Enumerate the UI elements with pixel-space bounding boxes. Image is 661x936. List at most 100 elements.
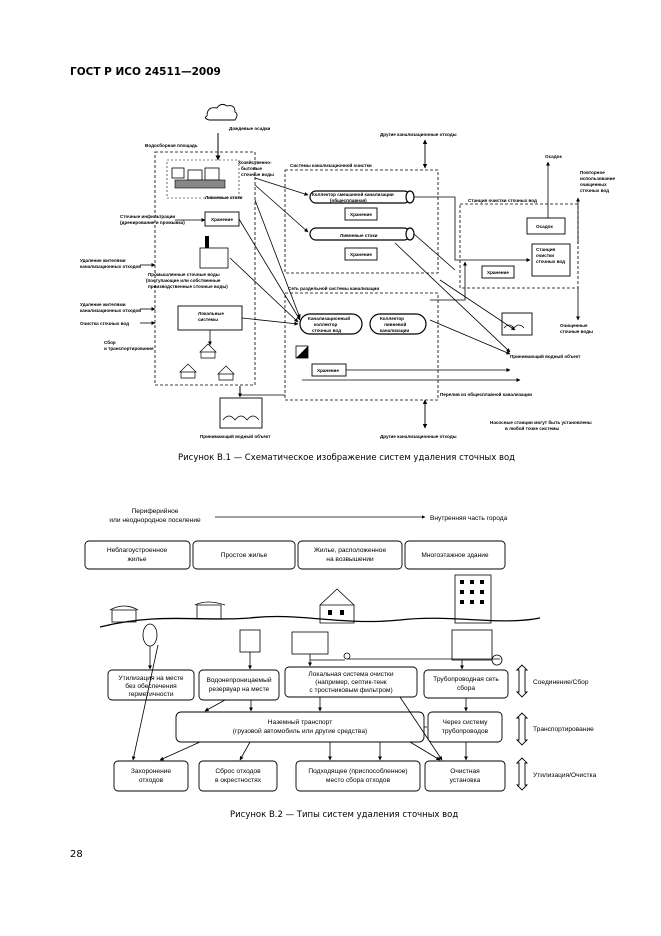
label-other-waste-top: Другие канализационные отходы xyxy=(380,132,457,137)
label-household-3: сточные воды xyxy=(241,172,274,177)
label-reuse-3: очищенных xyxy=(580,182,607,187)
disposal-row: Захоронение отходов Сброс отходов в окре… xyxy=(113,760,506,792)
label-cleaned-1: Очищенные xyxy=(560,323,588,328)
label-storage-d: Хранение xyxy=(317,368,339,373)
transport-2a: Через систему xyxy=(443,719,489,726)
label-disposal-1b: канализационных отходов xyxy=(80,264,141,269)
disposal-box-1 xyxy=(113,760,189,792)
collection-2a: Водонепроницаемый xyxy=(206,676,271,684)
label-combined-2: (общесплавная) xyxy=(330,197,367,203)
label-station-1: Станция xyxy=(536,247,556,252)
label-cleaning: Очистка сточных вод xyxy=(80,321,129,326)
label-station: Станция очистки сточных вод xyxy=(468,198,537,203)
label-station-2: очистки xyxy=(536,253,554,258)
label-industrial-2: (поступающие или собственные xyxy=(146,277,221,283)
label-station-3: сточных вод xyxy=(536,259,565,264)
label-storage-b: Хранение xyxy=(350,252,372,257)
label-rain-col-1: Коллектор xyxy=(380,316,404,321)
figure-1-diagram: Дождевые осадки Водосборная площадь Хозя… xyxy=(80,103,615,439)
label-disposal-2a: Удаление жителями xyxy=(80,302,126,307)
label-local-2: системы xyxy=(198,317,218,322)
transport-2b: трубопроводов xyxy=(442,727,489,735)
label-collector-2: коллектор xyxy=(314,322,338,327)
transport-box-1 xyxy=(175,711,425,743)
label-household-1: Хозяйственно- xyxy=(238,159,272,165)
collection-box-1 xyxy=(107,669,195,701)
collection-3b: (например, септик-тенк xyxy=(315,679,387,686)
disposal-3a: Подходящее (приспособленное) xyxy=(308,767,407,775)
figure-2-caption: Рисунок В.2 — Типы систем удаления сточн… xyxy=(230,810,459,820)
collection-2b: резервуар на месте xyxy=(209,686,270,693)
label-infiltration-2: (дренирование и промывка) xyxy=(120,220,185,225)
transport-row: Наземный транспорт (грузовой автомобиль … xyxy=(175,711,503,743)
label-sewer-systems: Системы канализационной очистки xyxy=(290,162,372,168)
label-rain: Дождевые осадки xyxy=(229,126,271,131)
disposal-box-3 xyxy=(295,760,421,792)
label-rain-sewer: Ливневые стоки xyxy=(340,233,378,238)
label-rain-col-2: ливневой xyxy=(384,321,406,327)
collection-4b: сбора xyxy=(457,684,475,692)
label-disposal-1a: Удаление жителями xyxy=(80,258,126,263)
housing-box-3 xyxy=(297,540,403,570)
side-label-1: Соединение/Сбор xyxy=(533,678,589,686)
label-pumping-1: Насосные станции могут быть установлены xyxy=(490,419,592,425)
label-catchment: Водосборная площадь xyxy=(145,142,198,148)
figure-2-diagram: Периферийное или неоднородное поселение … xyxy=(84,507,597,792)
disposal-box-4 xyxy=(424,760,506,792)
label-rainwater: Ливневые стоки xyxy=(205,195,243,200)
disposal-1b: отходов xyxy=(139,777,164,784)
housing-row: Неблагоустроенное жилье Простое жилье Жи… xyxy=(84,540,506,570)
label-receiving-right: Принимающий водный объект xyxy=(510,353,581,359)
page-number: 28 xyxy=(70,849,83,860)
label-local-1: Локальные xyxy=(198,311,224,316)
collection-3a: Локальная система очистки xyxy=(308,671,393,678)
disposal-2b: в окрестностях xyxy=(215,777,262,784)
label-storage-top: Хранение xyxy=(211,217,233,222)
housing-1b: жилье xyxy=(127,556,146,563)
collection-row: Утилизация на месте без обеспечения герм… xyxy=(107,666,509,701)
label-reuse-2: использование xyxy=(580,176,615,181)
axis-left-1: Периферийное xyxy=(132,507,179,515)
collection-1a: Утилизация на месте xyxy=(118,675,184,682)
document-header: ГОСТ Р ИСО 24511—2009 xyxy=(70,66,221,78)
transport-box-2 xyxy=(427,711,503,743)
label-reuse-4: сточных вод xyxy=(580,188,609,193)
label-disposal-2b: канализационных отходов xyxy=(80,308,141,313)
label-receiving-bottom: Принимающий водный объект xyxy=(200,433,271,439)
disposal-3b: место сбора отходов xyxy=(326,776,391,784)
axis-right: Внутренняя часть города xyxy=(430,515,508,522)
label-overflow: Перелив из общесплавной канализации xyxy=(440,391,532,397)
label-combined-1: Коллектор смешанной канализации xyxy=(312,191,394,197)
housing-2: Простое жилье xyxy=(221,552,268,559)
label-cleaned-2: сточные воды xyxy=(560,329,593,334)
label-separate: Сеть раздельной системы канализации xyxy=(288,285,379,291)
axis-left-2: или неоднородное поселение xyxy=(109,517,201,524)
housing-box-1 xyxy=(84,540,191,570)
collection-3c: с тростниковым фильтром) xyxy=(309,687,392,694)
disposal-4a: Очистная xyxy=(450,768,480,775)
label-sludge-box: Осадок xyxy=(536,224,553,229)
label-collector-1: Канализационный xyxy=(308,315,350,321)
collection-box-2 xyxy=(198,669,280,701)
housing-3b: на возвышении xyxy=(326,556,374,563)
label-storage-a: Хранение xyxy=(350,212,372,217)
housing-3a: Жилье, расположенное xyxy=(314,547,387,554)
housing-box-2 xyxy=(192,540,296,570)
label-collector-3: сточных вод xyxy=(312,328,341,333)
side-label-2: Транспортирование xyxy=(533,726,594,733)
transport-1b: (грузовой автомобиль или другие средства… xyxy=(233,727,367,735)
label-collect-2: и транспортирование xyxy=(104,346,154,351)
label-other-waste-bottom: Другие канализационные отходы xyxy=(380,434,457,439)
collection-4a: Трубопроводная сеть xyxy=(433,675,499,683)
disposal-4b: установка xyxy=(450,777,481,784)
label-rain-col-3: канализации xyxy=(380,328,409,333)
side-label-3: Утилизация/Очистка xyxy=(533,772,597,779)
label-industrial-1: Промышленные сточные воды xyxy=(148,272,220,277)
label-industrial-3: производственные сточные воды) xyxy=(148,284,228,289)
disposal-2a: Сброс отходов xyxy=(215,767,261,775)
disposal-1a: Захоронение xyxy=(131,768,172,775)
label-pumping-2: в любой точке системы xyxy=(505,425,559,431)
label-household-2: бытовые xyxy=(241,165,263,171)
label-sludge-top: Осадок xyxy=(545,154,562,159)
